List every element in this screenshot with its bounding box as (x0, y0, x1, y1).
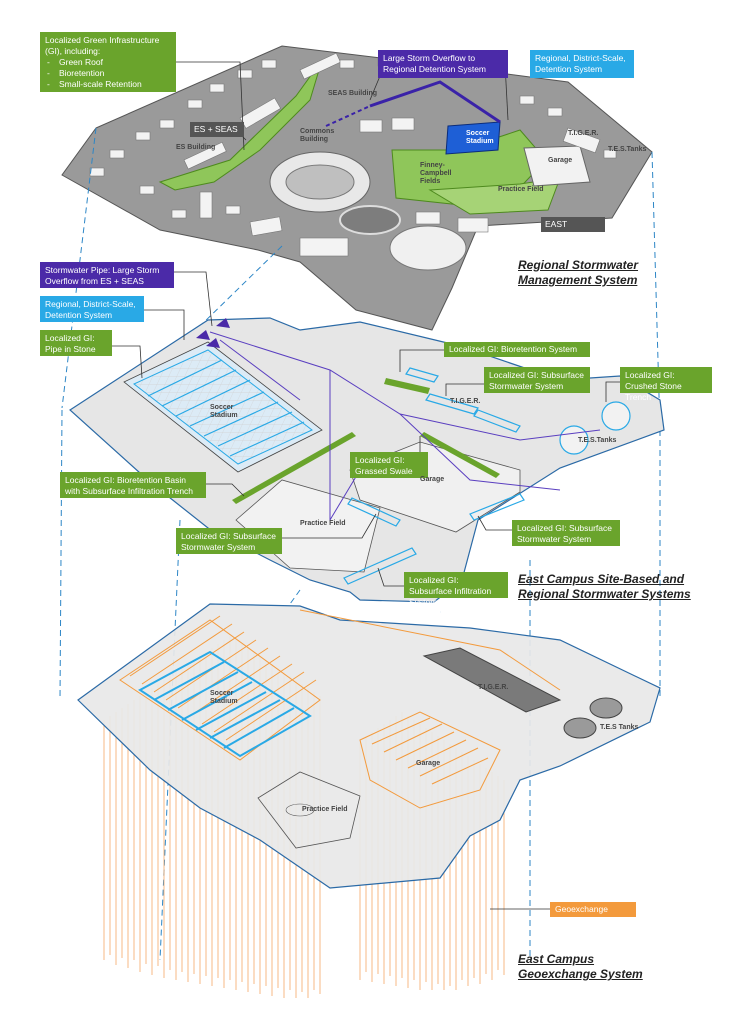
label-east-campus: EAST CAMPUS (541, 217, 605, 240)
map-label-practice-field-mid: Practice Field (300, 520, 346, 527)
map-label-finney-fields: Finney-Campbell Fields (420, 162, 452, 185)
label-regional-detention-top: Regional, District-Scale, Detention Syst… (530, 50, 634, 78)
label-gi-subsurface-infiltration: Localized GI: Subsurface Infiltration Sy… (404, 572, 508, 607)
label-regional-detention-mid: Regional, District-Scale, Detention Syst… (40, 296, 144, 322)
label-localized-gi-intro: Localized Green Infrastructure (GI), inc… (40, 32, 176, 92)
map-label-practice-field-bot: Practice Field (302, 806, 348, 813)
map-label-es-building: ES Building (176, 144, 216, 151)
map-label-tes-tanks-mid: T.E.S.Tanks (578, 437, 617, 444)
title-geo-line2: Geoexchange System (518, 967, 643, 981)
gi-intro-text: Localized Green Infrastructure (GI), inc… (45, 35, 160, 56)
map-label-garage-top: Garage (548, 157, 573, 164)
regional-map-layer (61, 45, 653, 331)
title-east-line1: East Campus Site-Based and (518, 572, 685, 586)
gi-item-green-roof: Green Roof (47, 57, 171, 68)
geoexchange-network (119, 609, 561, 809)
title-regional-line2: Management System (518, 273, 638, 287)
label-gi-subsurface-3: Localized GI: Subsurface Stormwater Syst… (512, 520, 620, 546)
title-regional-line1: Regional Stormwater (518, 258, 639, 272)
label-stormwater-pipe: Stormwater Pipe: Large Storm Overflow fr… (40, 262, 174, 288)
label-es-seas: ES + SEAS (190, 122, 244, 137)
label-gi-subsurface-2: Localized GI: Subsurface Stormwater Syst… (176, 528, 282, 554)
label-geoexchange-bores: Geoexchange Bores (550, 902, 636, 925)
gi-item-bioretention: Bioretention (47, 68, 171, 79)
title-east-line2: Regional Stormwater Systems (518, 587, 691, 601)
title-geoexchange: East Campus Geoexchange System (518, 952, 658, 982)
map-label-soccer-stadium-mid: Soccer Stadium (210, 404, 238, 419)
soccer-stadium-mid-grid (123, 341, 323, 473)
label-gi-bioretention-basin: Localized GI: Bioretention Basin with Su… (60, 472, 206, 498)
gi-items-list: Green Roof Bioretention Small-scale Rete… (45, 57, 171, 90)
map-label-commons-building: Commons Building (300, 128, 335, 143)
title-geo-line1: East Campus (518, 952, 595, 966)
title-regional-stormwater: Regional Stormwater Management System (518, 258, 658, 288)
map-label-practice-field-top: Practice Field (498, 186, 544, 193)
label-gi-pipe-in-stone: Localized GI: Pipe in Stone (40, 330, 112, 356)
gi-item-small-scale-retention: Small-scale Retention (47, 79, 171, 90)
map-label-soccer-stadium-bot: Soccer Stadium (210, 690, 238, 705)
label-gi-bioretention-system: Localized GI: Bioretention System (444, 342, 590, 357)
map-label-tes-tanks-bot: T.E.S Tanks (600, 724, 639, 731)
soccer-stadium-bot-grid (138, 650, 312, 758)
label-gi-grassed-swale: Localized GI: Grassed Swale (350, 452, 428, 478)
label-gi-subsurface-1: Localized GI: Subsurface Stormwater Syst… (484, 367, 590, 393)
map-label-seas-building: SEAS Building (328, 90, 377, 97)
map-label-tes-tanks-top: T.E.S.Tanks (608, 146, 647, 153)
map-label-tiger-bot: T.I.G.E.R. (478, 684, 509, 691)
map-label-garage-mid: Garage (420, 476, 445, 483)
map-label-soccer-stadium-top: Soccer Stadium (466, 130, 494, 145)
map-label-garage-bot: Garage (416, 760, 441, 767)
title-east-campus-stormwater: East Campus Site-Based and Regional Stor… (518, 572, 718, 602)
geoexchange-layer (77, 603, 661, 998)
label-large-storm-overflow: Large Storm Overflow to Regional Detenti… (378, 50, 508, 78)
label-gi-crushed-stone: Localized GI: Crushed Stone Trench (620, 367, 712, 402)
map-label-tiger-mid: T.I.G.E.R. (450, 398, 481, 405)
map-label-tiger-top: T.I.G.E.R. (568, 130, 599, 137)
